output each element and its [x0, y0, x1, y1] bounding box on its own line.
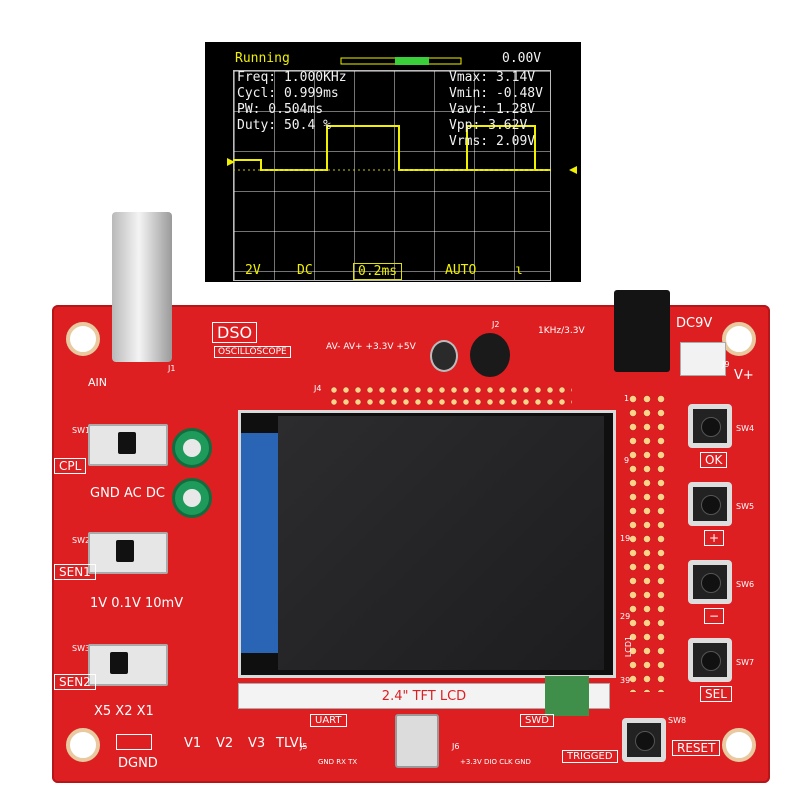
scope-freq: Freq: 1.000KHz [237, 70, 347, 85]
scope-vavr: Vavr: 1.28V [449, 102, 536, 117]
minus-button[interactable] [688, 560, 732, 604]
reset-button[interactable] [622, 718, 666, 762]
sen2-label: SEN2 [54, 674, 96, 690]
scope-screen: Running 0.00V Freq: 1.000KHz Cycl: 0.999… [205, 42, 581, 282]
cal-signal-label: 1KHz/3.3V [538, 326, 585, 336]
sw4-label: SW4 [736, 424, 755, 433]
mount-hole [722, 728, 756, 762]
trim-pot[interactable] [172, 478, 212, 518]
swd-label: SWD [520, 714, 554, 727]
cpl-label: CPL [54, 458, 87, 474]
j6-label: J6 [452, 742, 460, 751]
dc9v-label: DC9V [676, 316, 713, 331]
sw1-label: SW1 [72, 426, 91, 435]
tft-lcd-module [238, 410, 616, 678]
trigger-led [545, 676, 589, 716]
scope-volt-div: 2V [245, 263, 261, 278]
sen2-options: X5 X2 X1 [94, 704, 154, 719]
scope-vmin: Vmin: -0.48V [449, 86, 543, 101]
pin-number: 39 [620, 676, 631, 685]
scope-vrms: Vrms: 2.09V [449, 134, 536, 149]
lcd-header-pins [626, 392, 666, 692]
trim-pot[interactable] [172, 428, 212, 468]
dgnd-connector [116, 734, 152, 750]
ok-button[interactable] [688, 404, 732, 448]
dc-power-jack[interactable] [614, 290, 670, 372]
pin-number: 9 [624, 456, 630, 465]
swd-pin-labels: +3.3V DIO CLK GND [460, 758, 531, 766]
scope-trigger-edge: ɩ [515, 263, 523, 278]
sw2-label: SW2 [72, 536, 91, 545]
ain-label: AIN [88, 376, 107, 389]
proto-header [328, 384, 572, 414]
waveform-trace [227, 57, 577, 174]
minus-label: − [704, 608, 725, 624]
sw3-label: SW3 [72, 644, 91, 653]
oscilloscope-label: OSCILLOSCOPE [214, 346, 291, 358]
scope-duty: Duty: 50.4 % [237, 118, 331, 133]
plus-label: + [704, 530, 725, 546]
scope-pw: PW: 0.504ms [237, 102, 324, 117]
power-rail-labels: AV- AV+ +3.3V +5V [326, 342, 416, 352]
pin-number: 19 [620, 534, 631, 543]
lcd1-label: LCD1 [624, 635, 634, 658]
sw7-label: SW7 [736, 658, 755, 667]
scope-grid [233, 70, 551, 281]
mount-hole [66, 728, 100, 762]
pin-number: 29 [620, 612, 631, 621]
j4-label: J4 [314, 384, 322, 393]
scope-offset: 0.00V [502, 51, 542, 66]
scope-vpp: Vpp: 3.62V [449, 118, 528, 133]
vplus-label: V+ [734, 368, 754, 383]
scope-vmax: Vmax: 3.14V [449, 70, 536, 85]
sel-button[interactable] [688, 638, 732, 682]
sw5-label: SW5 [736, 502, 755, 511]
j1-label: J1 [168, 364, 176, 373]
ok-label: OK [700, 452, 728, 468]
cpl-options: GND AC DC [90, 486, 165, 501]
scope-trigger-mode: AUTO [445, 263, 477, 278]
scope-timebase: 0.2ms [353, 263, 403, 280]
dso-logo: DSO [212, 322, 258, 343]
scope-status: Running [235, 51, 290, 66]
lcd-glass [278, 416, 604, 670]
mount-hole [722, 322, 756, 356]
capacitor [470, 333, 510, 377]
v3-label: V3 [248, 736, 266, 751]
pin-number: 1 [624, 394, 630, 403]
sen1-label: SEN1 [54, 564, 96, 580]
uart-label: UART [310, 714, 347, 727]
scope-coupling: DC [297, 263, 313, 278]
sel-label: SEL [700, 686, 732, 702]
scope-cycl: Cycl: 0.999ms [237, 86, 339, 101]
triggered-label: TRIGGED [562, 750, 618, 763]
coupling-switch[interactable] [88, 424, 168, 466]
j9-label: J9 [722, 360, 730, 369]
sensitivity1-switch[interactable] [88, 532, 168, 574]
v1-label: V1 [184, 736, 202, 751]
sw6-label: SW6 [736, 580, 755, 589]
j5-label: J5 [300, 742, 308, 751]
tlvl-label: TLVL [276, 736, 306, 751]
j9-connector[interactable] [680, 342, 726, 376]
capacitor [430, 340, 458, 372]
reset-label: RESET [672, 740, 721, 756]
j2-label: J2 [492, 320, 500, 329]
dgnd-label: DGND [118, 756, 158, 771]
sensitivity2-switch[interactable] [88, 644, 168, 686]
bnc-connector[interactable] [112, 212, 172, 362]
lcd-flex-cable [241, 433, 278, 653]
mount-hole [66, 322, 100, 356]
sw8-label: SW8 [668, 716, 687, 725]
mini-usb-port[interactable] [395, 714, 439, 768]
sen1-options: 1V 0.1V 10mV [90, 596, 184, 611]
uart-pin-labels: GND RX TX [318, 758, 358, 766]
plus-button[interactable] [688, 482, 732, 526]
v2-label: V2 [216, 736, 234, 751]
